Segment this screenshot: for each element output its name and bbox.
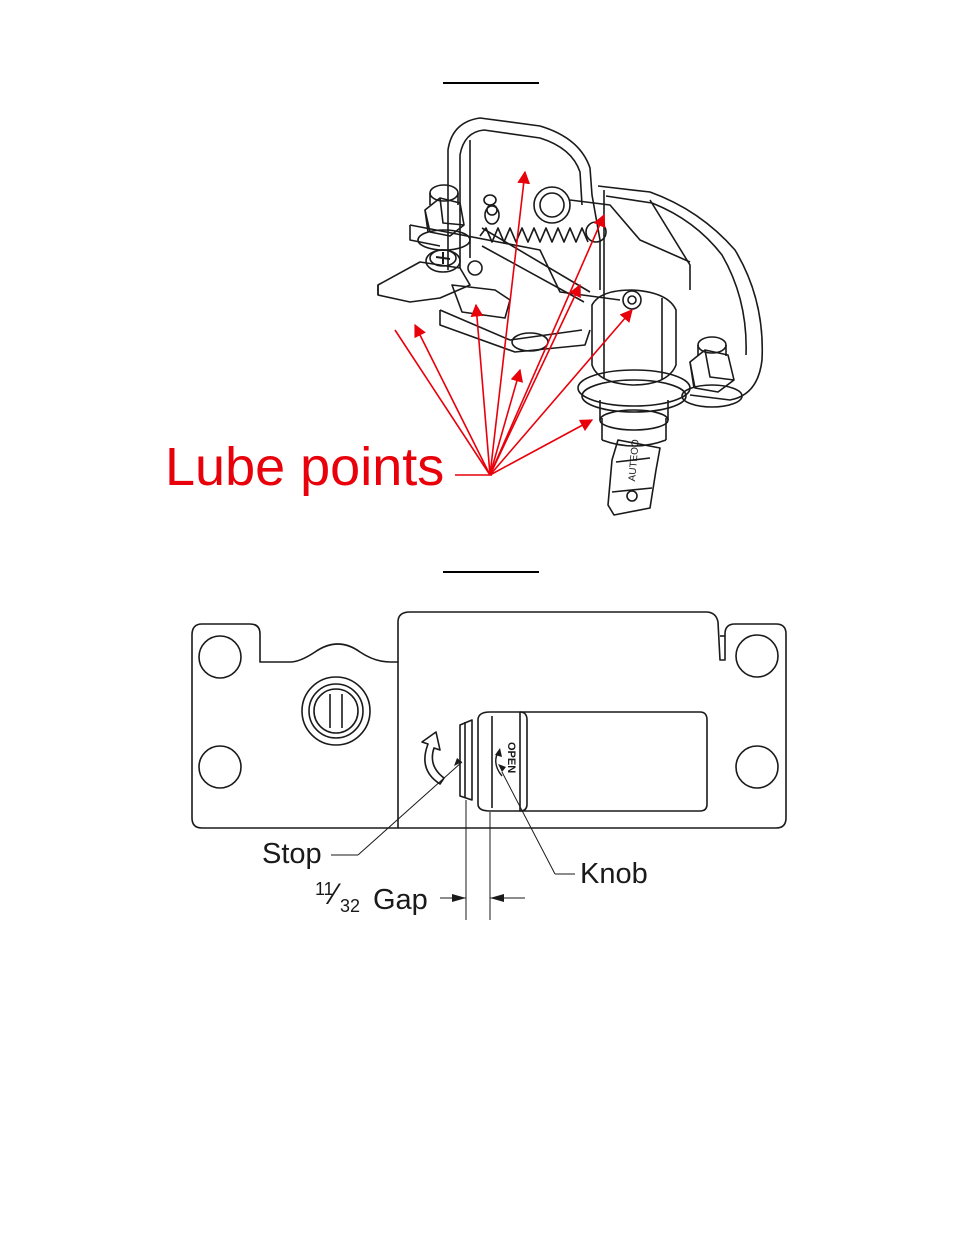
- key-text: AUTEOO: [627, 439, 642, 482]
- gap-arrow-right: [490, 894, 504, 902]
- lube-leader-cylinder: [490, 310, 632, 475]
- mount-hole-top-right: [736, 635, 778, 677]
- mount-hole-bottom-right: [736, 746, 778, 788]
- lube-leader-backplate: [490, 172, 525, 475]
- lube-points-callout: Lube points: [165, 440, 444, 494]
- rotation-arrow: [422, 732, 444, 784]
- latch-front-view: [192, 612, 786, 828]
- knob-leader: [502, 772, 555, 874]
- stop-block: [460, 720, 472, 800]
- spring: [480, 228, 588, 242]
- lube-leader-housing: [490, 215, 604, 475]
- gap-fraction-denominator: 32: [340, 897, 360, 915]
- knob-label: Knob: [580, 860, 648, 889]
- knob-window: [520, 712, 707, 811]
- pawl-pin: [512, 333, 548, 351]
- gap-arrow-left: [452, 894, 466, 902]
- gap-fraction-numerator: 11: [315, 880, 334, 898]
- gap-fraction-slash: ⁄: [332, 880, 337, 910]
- knob-open-text: OPEN: [505, 742, 517, 773]
- mount-hole-bottom-left: [199, 746, 241, 788]
- lock-collar: [578, 370, 690, 406]
- adjust-screw-outer: [302, 677, 370, 745]
- lube-leader-collar: [490, 420, 592, 475]
- mount-hole-top-left: [199, 636, 241, 678]
- lube-leader-spring: [490, 285, 580, 475]
- stop-label: Stop: [262, 840, 322, 869]
- gap-label: Gap: [373, 886, 428, 915]
- mounting-plate: [192, 612, 786, 828]
